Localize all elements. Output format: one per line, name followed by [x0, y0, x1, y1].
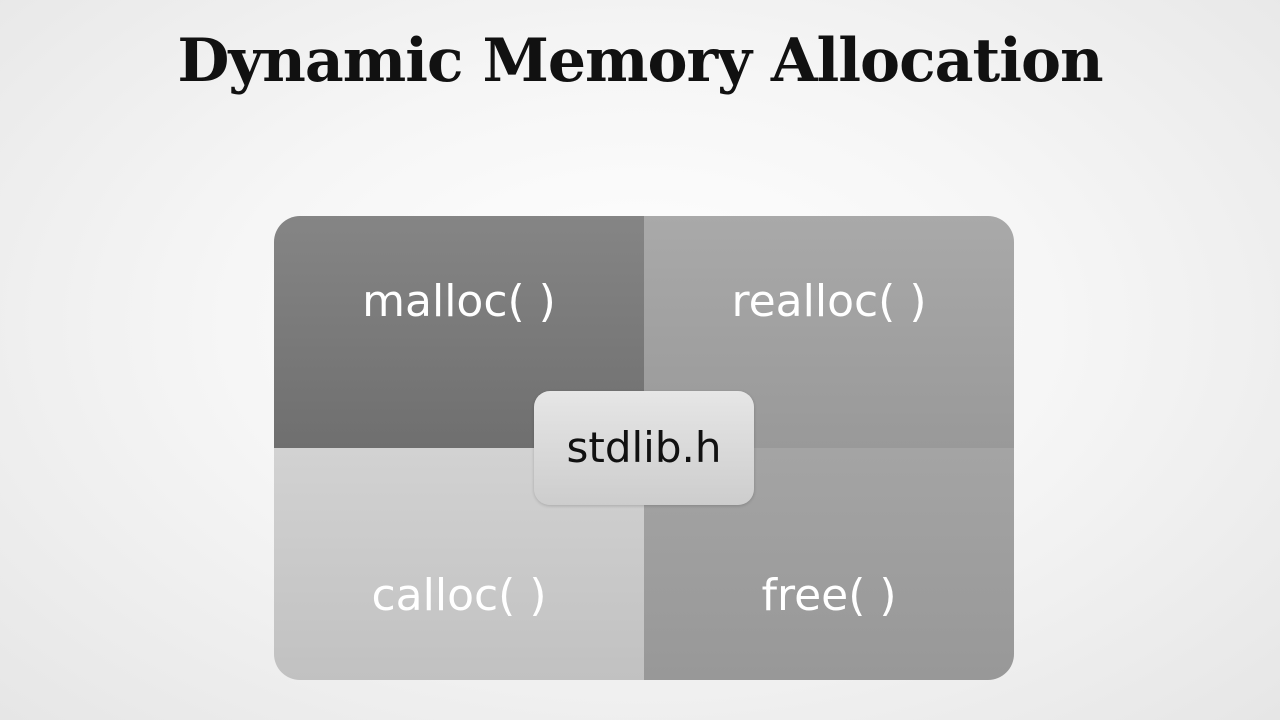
quadrant-malloc-label: malloc( ) — [362, 276, 556, 327]
center-header-label: stdlib.h — [566, 423, 722, 472]
quadrant-malloc: malloc( ) — [274, 216, 644, 448]
quadrant-realloc-label: realloc( ) — [731, 276, 927, 327]
center-header-box: stdlib.h — [534, 391, 754, 505]
quadrant-free-label: free( ) — [761, 570, 897, 621]
quadrant-calloc: calloc( ) — [274, 448, 644, 680]
quadrant-calloc-label: calloc( ) — [371, 570, 547, 621]
page-title: Dynamic Memory Allocation — [177, 26, 1103, 96]
